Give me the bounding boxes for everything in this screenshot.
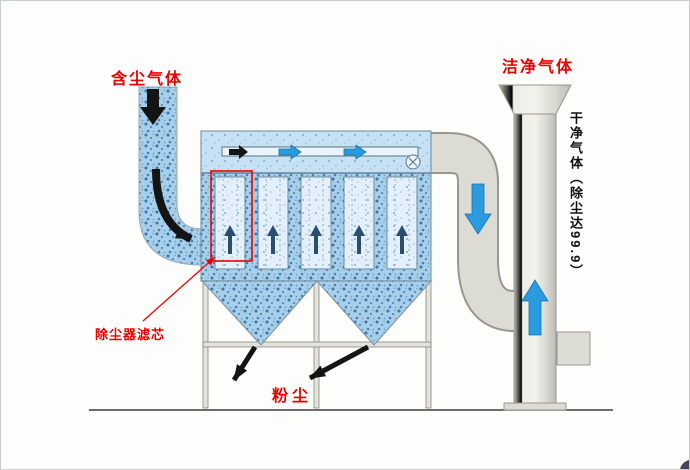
stack-cone — [498, 84, 572, 115]
filter-up-arrow-icon — [224, 225, 236, 254]
plenum-right-arrow-icon — [229, 145, 248, 159]
dust-arrow-left-icon — [231, 345, 258, 382]
stack-up-arrow-icon — [521, 279, 549, 336]
support-beam — [202, 341, 432, 348]
inlet-down-arrow-icon — [140, 89, 166, 125]
fan-cross-icon — [408, 157, 418, 167]
inlet-bend-arrow-icon — [152, 168, 193, 243]
dust-label: 粉尘 — [272, 388, 313, 405]
filter-cartridge — [386, 176, 418, 270]
clean-air-pipe — [221, 144, 421, 170]
hopper-right-speckle — [317, 281, 431, 345]
stack-side-box — [556, 331, 591, 366]
filter-highlight-box — [210, 170, 253, 262]
dust-arrow-right-icon — [308, 344, 370, 381]
dust-hoppers — [200, 280, 433, 346]
corner-artifact — [680, 460, 689, 469]
stack-base — [503, 402, 567, 411]
filter-housing — [200, 130, 432, 282]
filter-callout-line — [142, 256, 216, 322]
plenum-right-arrow-icon — [343, 144, 367, 160]
plenum-right-arrow-icon — [278, 144, 302, 160]
filter-up-arrow-icon — [353, 225, 365, 254]
filter-cartridge — [300, 176, 332, 270]
outlet-duct-body — [429, 134, 516, 330]
hopper-left-outline — [200, 280, 319, 346]
hopper-left-speckle — [202, 281, 317, 345]
stack-note-label: 干净气体（除尘达99.9） — [568, 111, 583, 280]
filter-up-arrow-icon — [267, 225, 279, 254]
hopper-right-outline — [315, 280, 433, 346]
outlet-duct — [429, 132, 516, 332]
filter-up-arrow-icon — [310, 225, 322, 254]
filter-cartridge — [214, 176, 246, 270]
inlet-duct-speckle — [139, 87, 202, 265]
filter-cartridge — [257, 176, 289, 270]
inlet-gas-label: 含尘气体 — [111, 71, 184, 88]
filter-cartridge — [343, 176, 375, 270]
stack — [498, 84, 591, 411]
outlet-down-arrow-icon — [464, 183, 492, 235]
filter-callout-label: 除尘器滤芯 — [95, 327, 166, 342]
clean-gas-label: 洁净气体 — [502, 59, 575, 76]
filter-up-arrow-icon — [396, 225, 408, 254]
stack-body — [513, 113, 557, 404]
